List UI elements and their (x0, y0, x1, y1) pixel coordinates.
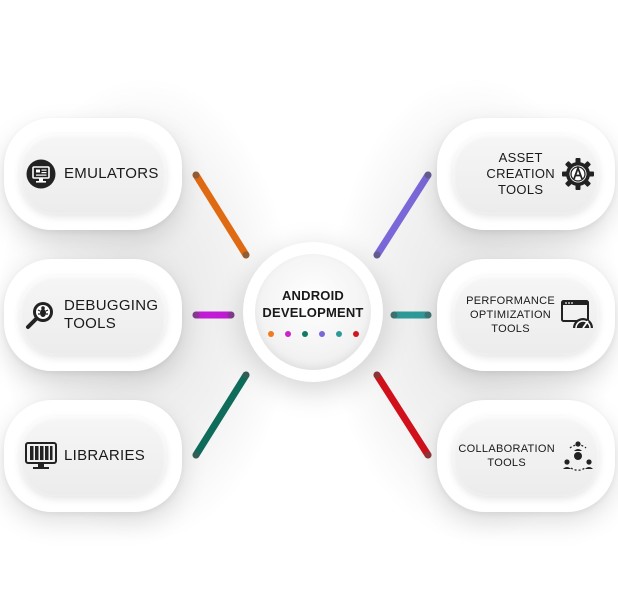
node-emulators-inner: EMULATORS (20, 134, 166, 214)
team-network-icon (561, 439, 595, 473)
dot-red (352, 331, 359, 337)
color-dots (267, 331, 359, 337)
node-collaboration-inner: COLLABORATION TOOLS (453, 416, 599, 496)
node-performance-line3: TOOLS (491, 323, 530, 335)
center-hub-inner: ANDROID DEVELOPMENT (255, 254, 371, 370)
node-performance-inner: PERFORMANCE OPTIMIZATION TOOLS (453, 275, 599, 355)
node-debugging-line1: DEBUGGING (64, 297, 159, 314)
connector-libraries (192, 371, 250, 459)
node-asset-creation-line2: CREATION (486, 166, 555, 181)
node-asset-creation-line3: TOOLS (498, 182, 544, 197)
node-libraries-inner: LIBRARIES (20, 416, 166, 496)
dot-teal (335, 331, 342, 337)
center-title-line2: DEVELOPMENT (262, 305, 364, 320)
node-debugging-tools: DEBUGGING TOOLS (4, 259, 182, 371)
dot-purple (318, 331, 325, 337)
dot-orange (267, 331, 274, 337)
speedometer-browser-icon (561, 298, 595, 332)
connector-collaboration (373, 371, 432, 459)
library-books-icon (24, 439, 58, 473)
center-title-line1: ANDROID (281, 288, 345, 303)
center-hub: ANDROID DEVELOPMENT (243, 242, 383, 382)
node-performance-line1: PERFORMANCE (466, 295, 555, 307)
dot-magenta (284, 331, 291, 337)
node-libraries-label: LIBRARIES (64, 447, 146, 464)
node-emulators-label: EMULATORS (64, 165, 159, 182)
emulator-screen-icon (24, 157, 58, 191)
node-collaboration-tools: COLLABORATION TOOLS (437, 400, 615, 512)
connector-emulators (192, 171, 250, 259)
node-collaboration-line2: TOOLS (487, 457, 526, 469)
node-performance-line2: OPTIMIZATION (470, 309, 552, 321)
node-collaboration-line1: COLLABORATION (458, 443, 555, 455)
android-gear-icon (561, 157, 595, 191)
node-asset-creation-inner: ASSET CREATION TOOLS (453, 134, 599, 214)
bug-magnifier-icon (24, 298, 58, 332)
connector-asset-creation (373, 171, 432, 259)
node-asset-creation-tools: ASSET CREATION TOOLS (437, 118, 615, 230)
node-asset-creation-line1: ASSET (498, 150, 543, 165)
node-emulators: EMULATORS (4, 118, 182, 230)
node-debugging-label: DEBUGGING TOOLS (64, 297, 158, 333)
node-asset-creation-label: ASSET CREATION TOOLS (486, 150, 555, 198)
node-libraries: LIBRARIES (4, 400, 182, 512)
node-collaboration-label: COLLABORATION TOOLS (458, 442, 555, 470)
node-performance-optimization-tools: PERFORMANCE OPTIMIZATION TOOLS (437, 259, 615, 371)
node-debugging-inner: DEBUGGING TOOLS (20, 275, 166, 355)
dot-teal-dark (301, 331, 308, 337)
node-debugging-line2: TOOLS (64, 315, 117, 332)
node-performance-label: PERFORMANCE OPTIMIZATION TOOLS (466, 294, 555, 336)
